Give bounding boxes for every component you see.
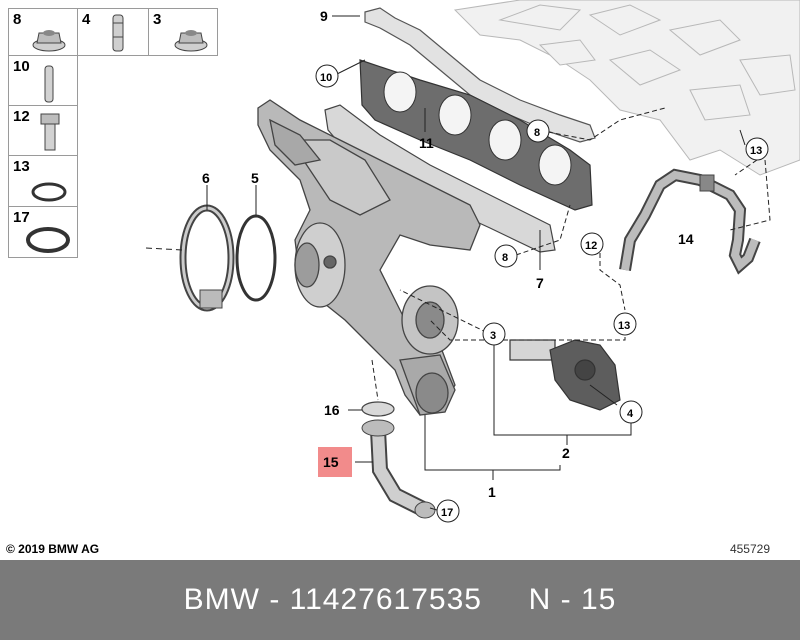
legend-cell-17: 17 xyxy=(8,206,78,258)
leader-lines xyxy=(145,15,771,511)
callout-13-top: 13 xyxy=(750,145,762,157)
callout-16: 16 xyxy=(324,402,340,418)
parts-diagram: 9 10 11 8 13 6 5 14 12 8 7 13 3 4 16 15 … xyxy=(145,0,800,523)
legend-num: 3 xyxy=(153,11,162,28)
callout-3: 3 xyxy=(490,330,496,342)
cylinder-head-drawing xyxy=(453,0,800,176)
o-ring-5 xyxy=(235,214,277,302)
oil-return-pipe-15 xyxy=(361,419,436,519)
callout-13-mid: 13 xyxy=(618,320,630,332)
gasket-16 xyxy=(361,401,395,417)
turbocharger-drawing xyxy=(257,99,481,416)
gasket-9 xyxy=(364,7,596,143)
parts-legend: 8 4 3 10 12 13 xyxy=(8,8,228,258)
legend-cell-13: 13 xyxy=(8,155,78,207)
callout-8-top: 8 xyxy=(534,127,540,139)
legend-cell-3: 3 xyxy=(148,8,218,56)
callout-8-mid: 8 xyxy=(502,252,508,264)
exhaust-gasket-10 xyxy=(359,59,593,211)
callout-2: 2 xyxy=(562,445,570,461)
legend-cell-8: 8 xyxy=(8,8,78,56)
callout-12: 12 xyxy=(585,240,597,252)
callout-10: 10 xyxy=(320,72,332,84)
legend-num: 17 xyxy=(13,209,30,226)
callout-15: 15 xyxy=(323,454,339,470)
image-id: 455729 xyxy=(729,542,770,556)
legend-cell-10: 10 xyxy=(8,55,78,106)
footer-bar: BMW - 11427617535 N - 15 xyxy=(0,560,800,640)
callout-9: 9 xyxy=(320,8,328,24)
callout-14: 14 xyxy=(678,231,694,247)
callout-5: 5 xyxy=(251,170,259,186)
wastegate-actuator-2 xyxy=(509,339,621,411)
footer-part-number: BMW - 11427617535 N - 15 xyxy=(183,583,617,616)
dowel-pin-icon xyxy=(44,65,54,103)
callout-4: 4 xyxy=(627,408,634,420)
callouts: 9 10 11 8 13 6 5 14 12 8 7 13 3 4 16 15 … xyxy=(202,8,769,523)
o-ring-small-icon xyxy=(31,182,67,202)
callout-7: 7 xyxy=(536,275,544,291)
copyright-text: © 2019 BMW AG xyxy=(6,542,100,556)
flange-nut-icon xyxy=(32,30,66,52)
legend-num: 10 xyxy=(13,58,30,75)
callout-6: 6 xyxy=(202,170,210,186)
callout-17: 17 xyxy=(441,507,453,519)
legend-num: 4 xyxy=(82,11,91,28)
flange-nut-icon xyxy=(174,30,208,52)
stud-bolt-icon xyxy=(112,14,124,52)
legend-num: 8 xyxy=(13,11,22,28)
legend-num: 13 xyxy=(13,158,30,175)
legend-cell-12: 12 xyxy=(8,105,78,156)
hex-bolt-icon xyxy=(40,113,60,151)
legend-cell-4: 4 xyxy=(77,8,149,56)
callout-1: 1 xyxy=(488,484,496,500)
legend-num: 12 xyxy=(13,108,30,125)
callout-11: 11 xyxy=(419,135,434,151)
o-ring-large-icon xyxy=(26,227,70,253)
highlight-15 xyxy=(318,447,352,477)
